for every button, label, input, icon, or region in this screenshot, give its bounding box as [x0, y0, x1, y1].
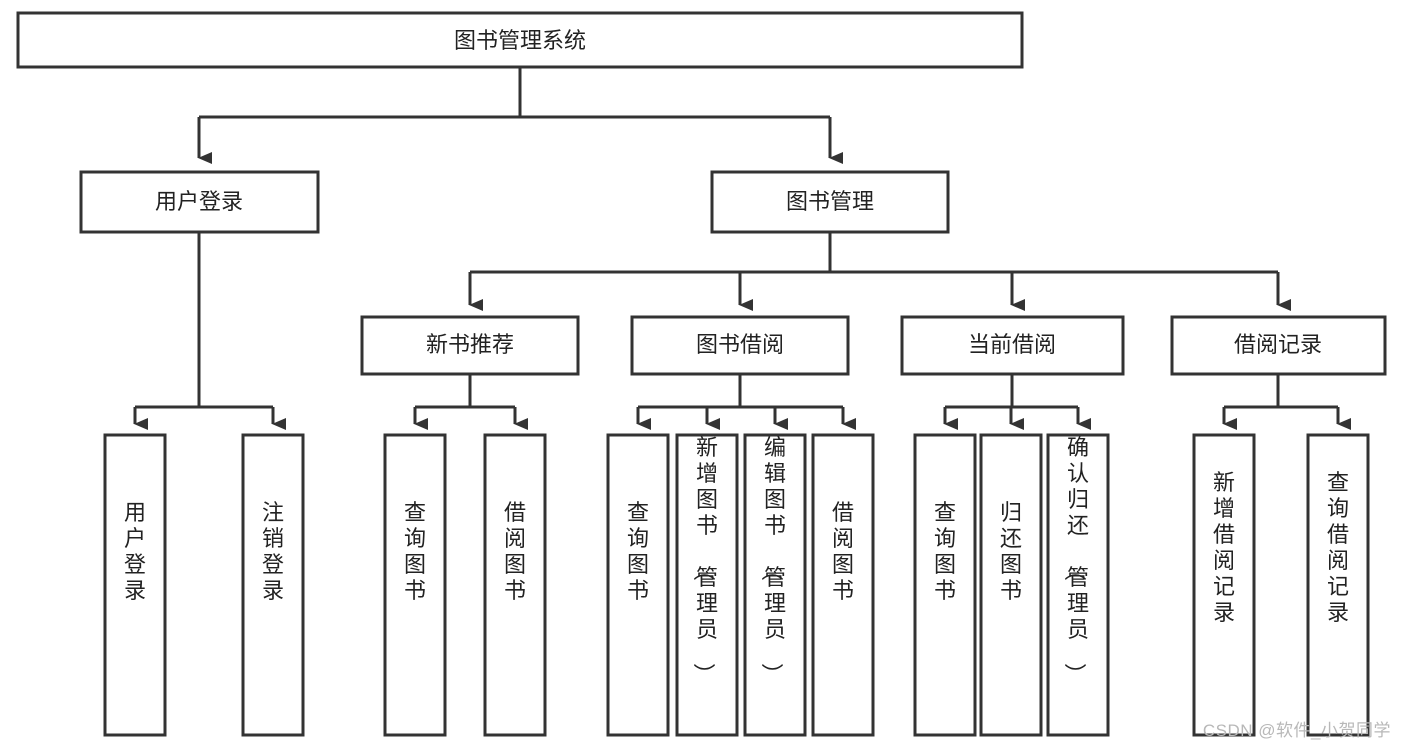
node-leaf-logout-label: 注销登录 — [262, 500, 284, 603]
node-leaf-return-book[interactable]: 归还图书 — [979, 433, 1043, 737]
node-leaf-query-borrow-record[interactable]: 查询借阅记录 — [1306, 433, 1370, 737]
node-leaf-borrow-book-rec-label: 借阅图书 — [504, 500, 526, 603]
node-leaf-query-borrow-record-label: 查询借阅记录 — [1327, 470, 1349, 625]
node-root[interactable]: 图书管理系统 — [16, 11, 1024, 69]
node-user-login[interactable]: 用户登录 — [79, 170, 320, 234]
node-current-borrow[interactable]: 当前借阅 — [900, 315, 1125, 376]
node-leaf-borrow-book-label: 借阅图书 — [832, 500, 854, 603]
node-leaf-add-borrow-record[interactable]: 新增借阅记录 — [1192, 433, 1256, 737]
node-borrow-record-label: 借阅记录 — [1234, 332, 1322, 357]
node-leaf-confirm-return-admin-label: 确认归还（管理员） — [1062, 435, 1089, 685]
node-root-box[interactable] — [16, 11, 1024, 69]
node-leaf-query-book-rec-box[interactable] — [383, 433, 447, 737]
connector-layer — [133, 67, 1351, 430]
node-leaf-query-book-current-box[interactable] — [913, 433, 977, 737]
node-leaf-add-book-admin[interactable]: 新增图书（管理员） — [675, 433, 739, 737]
node-user-login-label: 用户登录 — [155, 189, 243, 214]
node-leaf-confirm-return-admin[interactable]: 确认归还（管理员） — [1046, 433, 1110, 737]
node-leaf-query-book-current-label: 查询图书 — [934, 500, 956, 603]
node-leaf-borrow-book-rec[interactable]: 借阅图书 — [483, 433, 547, 737]
node-leaf-query-book-borrow-box[interactable] — [606, 433, 670, 737]
node-leaf-query-book-borrow-label: 查询图书 — [627, 500, 649, 603]
node-leaf-add-book-admin-label: 新增图书（管理员） — [691, 435, 718, 685]
node-borrow-record-box[interactable] — [1170, 315, 1387, 376]
node-leaf-borrow-book-box[interactable] — [811, 433, 875, 737]
node-leaf-edit-book-admin[interactable]: 编辑图书（管理员） — [743, 433, 807, 737]
node-leaf-edit-book-admin-box[interactable] — [743, 433, 807, 737]
node-leaf-query-book-rec[interactable]: 查询图书 — [383, 433, 447, 737]
csdn-watermark: CSDN @软件_小贺同学 — [1202, 721, 1391, 740]
node-book-borrow-label: 图书借阅 — [696, 332, 784, 357]
node-new-book-recommend-label: 新书推荐 — [426, 332, 514, 357]
node-current-borrow-box[interactable] — [900, 315, 1125, 376]
node-leaf-borrow-book[interactable]: 借阅图书 — [811, 433, 875, 737]
node-book-borrow-box[interactable] — [630, 315, 850, 376]
node-new-book-recommend[interactable]: 新书推荐 — [360, 315, 580, 376]
node-leaf-add-borrow-record-label: 新增借阅记录 — [1213, 470, 1235, 625]
node-leaf-logout-box[interactable] — [241, 433, 305, 737]
node-leaf-confirm-return-admin-box[interactable] — [1046, 433, 1110, 737]
node-leaf-query-book-rec-label: 查询图书 — [404, 500, 426, 603]
node-leaf-query-book-borrow[interactable]: 查询图书 — [606, 433, 670, 737]
node-leaf-query-borrow-record-box[interactable] — [1306, 433, 1370, 737]
node-borrow-record[interactable]: 借阅记录 — [1170, 315, 1387, 376]
node-user-login-box[interactable] — [79, 170, 320, 234]
node-leaf-logout[interactable]: 注销登录 — [241, 433, 305, 737]
node-leaf-user-login-box[interactable] — [103, 433, 167, 737]
node-leaf-user-login-label: 用户登录 — [124, 500, 146, 603]
node-book-management-label: 图书管理 — [786, 189, 874, 214]
node-leaf-add-book-admin-box[interactable] — [675, 433, 739, 737]
node-book-borrow[interactable]: 图书借阅 — [630, 315, 850, 376]
node-book-management[interactable]: 图书管理 — [710, 170, 950, 234]
node-current-borrow-label: 当前借阅 — [968, 332, 1056, 357]
node-new-book-recommend-box[interactable] — [360, 315, 580, 376]
node-root-label: 图书管理系统 — [454, 28, 586, 53]
node-book-management-box[interactable] — [710, 170, 950, 234]
node-leaf-return-book-label: 归还图书 — [1000, 500, 1022, 603]
node-leaf-borrow-book-rec-box[interactable] — [483, 433, 547, 737]
node-leaf-add-borrow-record-box[interactable] — [1192, 433, 1256, 737]
node-leaf-return-book-box[interactable] — [979, 433, 1043, 737]
node-leaf-edit-book-admin-label: 编辑图书（管理员） — [759, 435, 786, 685]
node-leaf-user-login[interactable]: 用户登录 — [103, 433, 167, 737]
node-leaf-query-book-current[interactable]: 查询图书 — [913, 433, 977, 737]
